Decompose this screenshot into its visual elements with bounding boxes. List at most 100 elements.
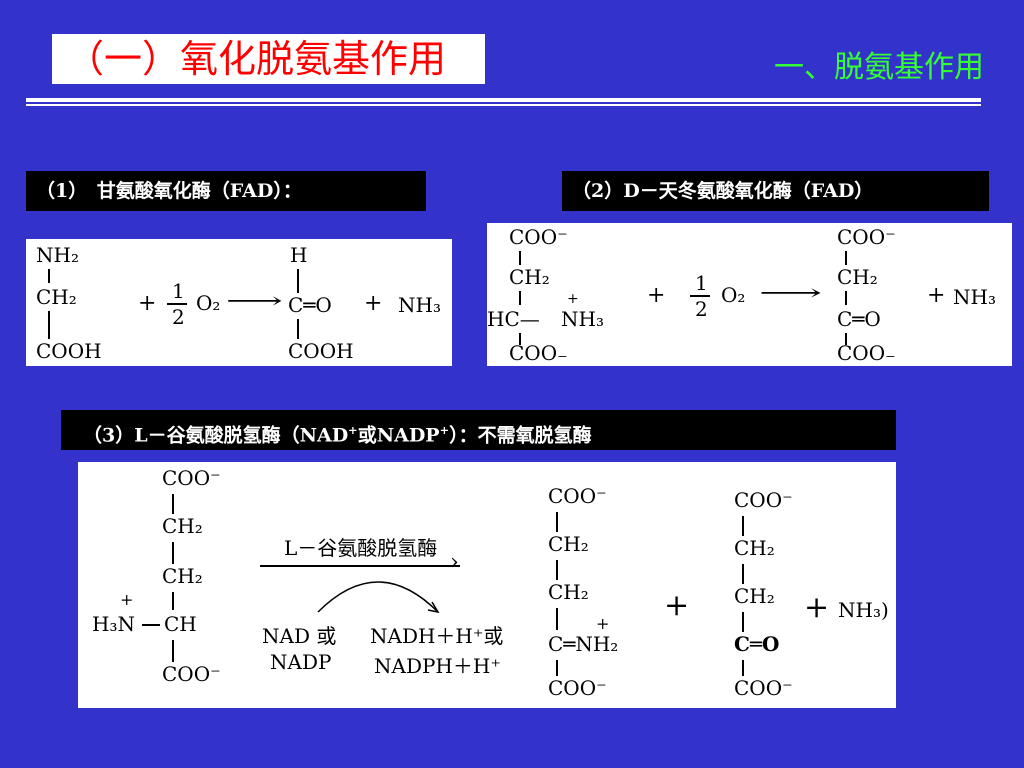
slide-title: （一）氧化脱氨基作用	[52, 34, 485, 84]
r3-akg-bond2	[742, 564, 744, 584]
r1-frac-num: 1	[172, 279, 185, 303]
r3-glu-bond3	[172, 592, 174, 610]
r1-frac-den: 2	[172, 305, 185, 329]
r3-akg-bond4	[742, 660, 744, 676]
r3-cofactor-in-2: NADP	[270, 650, 332, 674]
r3-imino-c3: CH₂	[548, 580, 589, 604]
r2-left-ch2: CH₂	[509, 265, 550, 289]
r3-plus1: +	[664, 588, 690, 623]
r1-left-bond1	[48, 269, 50, 283]
r2-right-bond2	[845, 291, 847, 305]
r3-cofactor-out-1: NADH＋H⁺或	[370, 624, 504, 648]
r3-glu-bond2	[172, 542, 174, 564]
r3-glu-c2: CH₂	[162, 514, 203, 538]
r3-arrow-head: ›	[450, 550, 459, 575]
r2-frac-num: 1	[695, 271, 708, 295]
r2-left-coo-bottom: COO₋	[509, 341, 568, 365]
reaction2-label-text: （2）D－天冬氨酸氧化酶（FAD）	[572, 180, 874, 202]
section-title: 一、脱氨基作用	[774, 50, 984, 85]
r3-glu-bond1	[172, 494, 174, 514]
r2-nh3: NH₃	[953, 285, 996, 309]
r1-left-nh2: NH₂	[36, 243, 79, 267]
reaction3-panel: COO⁻ CH₂ CH₂ + H₃N CH COO⁻ L－谷氨酸脱氢酶 › NA…	[78, 462, 896, 708]
r2-plus2: +	[927, 283, 946, 308]
r2-right-ch2: CH₂	[837, 265, 878, 289]
r3-akg-c2: CH₂	[734, 536, 775, 560]
reaction1-label: （1） 甘氨酸氧化酶（FAD）：	[26, 171, 426, 211]
r3-glu-c5: COO⁻	[162, 662, 221, 686]
r3-enzyme-label: L－谷氨酸脱氢酶	[284, 536, 438, 560]
r2-right-coo-top: COO⁻	[837, 225, 896, 249]
r2-frac-den: 2	[695, 297, 708, 321]
r1-plus2: +	[364, 291, 383, 316]
r3-imino-c5: COO⁻	[548, 676, 607, 700]
r3-imino-bond4	[556, 660, 558, 676]
r3-imino-c4: C═NH₂	[548, 632, 619, 656]
r3-imino-bond2	[556, 560, 558, 580]
reaction3-label-sup2: +	[439, 423, 450, 437]
r3-glu-c3: CH₂	[162, 564, 203, 588]
r2-plus1: +	[647, 283, 666, 308]
r2-o2: O₂	[721, 283, 746, 307]
r3-akg-c4: C═O	[734, 632, 780, 656]
r3-imino-c2: CH₂	[548, 532, 589, 556]
r1-right-co: C═O	[288, 293, 332, 317]
reaction2-panel: COO⁻ CH₂ HC— + NH₃ COO₋ + 1 2 O₂ ⟶ COO⁻ …	[487, 223, 1012, 366]
r2-right-co: C═O	[837, 307, 881, 331]
r3-plus2: +	[804, 590, 830, 625]
r3-cofactor-out-2: NADPH＋H⁺	[374, 654, 501, 678]
r1-right-h: H	[290, 243, 308, 267]
r3-akg-c3: CH₂	[734, 584, 775, 608]
r2-left-nh3: NH₃	[561, 307, 604, 331]
r2-right-bond1	[845, 251, 847, 265]
r1-left-cooh: COOH	[36, 339, 102, 363]
r3-imino-c1: COO⁻	[548, 484, 607, 508]
r1-left-bond2	[48, 311, 50, 339]
r2-right-coo-bottom: COO₋	[837, 341, 896, 365]
reaction3-label-post: ）：不需氧脱氢酶	[449, 424, 592, 447]
r2-left-bond3	[519, 333, 521, 345]
reaction1-panel: NH₂ CH₂ COOH + 1 2 O₂ ⟶ H C═O COOH + NH₃	[26, 239, 452, 366]
divider-thin	[26, 104, 981, 106]
r2-left-bond1	[519, 251, 521, 265]
r3-imino-n-charge: +	[596, 614, 610, 633]
r3-glu-bond4	[172, 640, 174, 662]
r1-right-cooh: COOH	[288, 339, 354, 363]
r2-left-plus-charge: +	[567, 291, 579, 307]
r3-akg-bond1	[742, 516, 744, 536]
r3-imino-bond1	[556, 512, 558, 532]
r3-arrow-line	[260, 565, 460, 567]
r3-cofactor-curve	[317, 581, 440, 614]
reaction3-label-pre: （3）L－谷氨酸脱氢酶（NAD	[83, 424, 349, 447]
r2-left-bond2	[519, 291, 521, 305]
r3-akg-c5: COO⁻	[734, 676, 793, 700]
r3-glu-n-charge: +	[120, 590, 134, 609]
r1-o2: O₂	[196, 291, 221, 315]
reaction3-label: （3）L－谷氨酸脱氢酶（NAD+或NADP+）：不需氧脱氢酶	[61, 410, 896, 450]
r2-right-bond3	[845, 333, 847, 345]
r3-akg-bond3	[742, 612, 744, 632]
r2-left-coo-top: COO⁻	[509, 225, 568, 249]
r1-plus1: +	[138, 291, 157, 316]
reaction2-label: （2）D－天冬氨酸氧化酶（FAD）	[562, 171, 989, 211]
r3-glu-n-bond	[142, 624, 160, 626]
r1-right-bond2	[297, 319, 299, 339]
r3-nh3: NH₃)	[838, 598, 889, 622]
r3-glu-c4: CH	[164, 612, 197, 636]
r3-glu-c1: COO⁻	[162, 466, 221, 490]
r1-nh3: NH₃	[398, 293, 441, 317]
r2-left-hc: HC—	[487, 307, 540, 331]
reaction3-label-mid: 或NADP	[357, 424, 440, 447]
r1-frac-bar	[167, 303, 187, 305]
r3-cofactor-in-1: NAD 或	[262, 624, 337, 648]
r3-imino-bond3	[556, 608, 558, 630]
r2-frac-bar	[690, 295, 710, 297]
r1-arrow: ⟶	[226, 289, 283, 314]
r1-right-bond1	[297, 269, 299, 293]
reaction3-label-sup1: +	[348, 423, 358, 437]
r1-left-ch2: CH₂	[36, 285, 77, 309]
r2-arrow: ⟶	[759, 281, 823, 306]
divider-thick	[26, 98, 981, 102]
reaction1-label-text: （1） 甘氨酸氧化酶（FAD）：	[36, 180, 302, 202]
r3-akg-c1: COO⁻	[734, 488, 793, 512]
